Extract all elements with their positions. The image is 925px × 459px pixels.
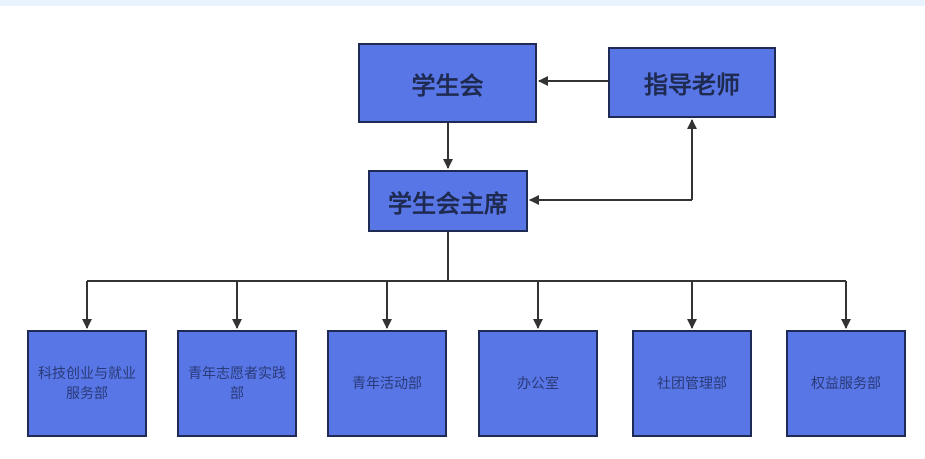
node-label: 学生会 [411,71,484,100]
node-dept-tech-entrepreneurship: 科技创业与就业服务部 [27,330,147,437]
node-label: 指导老师 [644,71,740,99]
node-dept-club-management: 社团管理部 [632,330,752,437]
node-label: 办公室 [517,375,559,392]
node-label: 青年志愿者实践部 [188,365,286,402]
top-strip [0,0,925,6]
node-dept-youth-volunteer: 青年志愿者实践部 [177,330,297,437]
node-student-union: 学生会 [358,43,537,123]
node-label: 社团管理部 [657,375,727,392]
node-label: 科技创业与就业服务部 [38,365,136,402]
node-dept-office: 办公室 [478,330,598,437]
node-dept-youth-activities: 青年活动部 [327,330,447,437]
node-label: 青年活动部 [352,375,422,392]
node-label: 学生会主席 [388,189,508,218]
node-label: 权益服务部 [811,375,881,392]
node-chairman: 学生会主席 [368,170,528,232]
node-dept-rights-services: 权益服务部 [786,330,906,437]
node-advisor: 指导老师 [608,47,776,118]
